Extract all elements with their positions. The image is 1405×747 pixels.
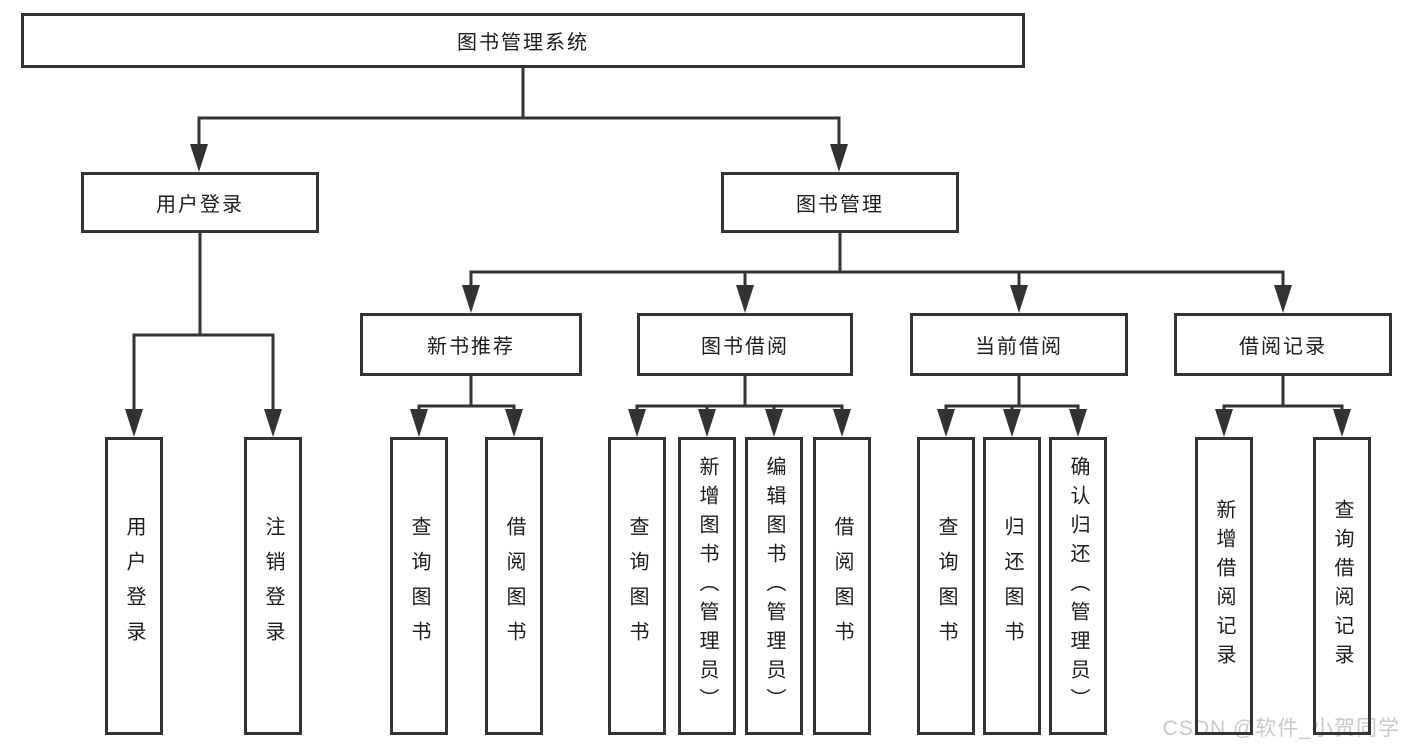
connector-book-borrow-to-leaves: [635, 376, 844, 414]
node-label: 查询图书: [626, 516, 648, 656]
node-book-management: 图书管理: [721, 172, 959, 233]
arrowhead-icon: [736, 285, 754, 313]
arrowhead-icon: [830, 144, 848, 172]
leaf-query-books-recommend: 查询图书: [390, 437, 448, 735]
node-label: 查询图书: [935, 516, 957, 656]
arrowhead-icon: [1215, 409, 1233, 437]
arrowhead-icon: [410, 409, 428, 437]
connector-book-management-to-level3: [469, 233, 1285, 290]
leaf-logout: 注销登录: [244, 437, 302, 735]
node-label: 归还图书: [1001, 516, 1023, 656]
arrowhead-icon: [264, 409, 282, 437]
node-user-login: 用户登录: [81, 172, 319, 233]
node-label: 编辑图书（管理员）: [763, 455, 785, 717]
arrowhead-icon: [505, 409, 523, 437]
leaf-borrow-books: 借阅图书: [813, 437, 871, 735]
leaf-edit-book-admin: 编辑图书（管理员）: [745, 437, 803, 735]
arrowhead-icon: [1010, 285, 1028, 313]
leaf-user-login: 用户登录: [105, 437, 163, 735]
leaf-query-borrow-record: 查询借阅记录: [1313, 437, 1371, 735]
arrowhead-icon: [937, 409, 955, 437]
node-library-management-system: 图书管理系统: [21, 13, 1025, 68]
node-label: 新书推荐: [427, 336, 515, 358]
leaf-query-books-borrow: 查询图书: [608, 437, 666, 735]
node-label: 借阅图书: [831, 516, 853, 656]
node-label: 当前借阅: [975, 336, 1063, 358]
node-label: 查询图书: [408, 516, 430, 656]
connector-root-to-level2: [197, 68, 841, 150]
node-label: 图书管理系统: [457, 32, 589, 54]
arrowhead-icon: [190, 144, 208, 172]
arrowhead-icon: [698, 409, 716, 437]
connector-new-book-recommend-to-leaves: [417, 376, 516, 414]
node-label: 图书管理: [796, 194, 884, 216]
node-label: 新增图书（管理员）: [696, 455, 718, 717]
leaf-return-book: 归还图书: [983, 437, 1041, 735]
arrowhead-icon: [462, 285, 480, 313]
node-label: 查询借阅记录: [1331, 499, 1353, 673]
node-label: 确认归还（管理员）: [1067, 455, 1089, 717]
leaf-add-book-admin: 新增图书（管理员）: [678, 437, 736, 735]
arrowhead-icon: [1333, 409, 1351, 437]
connector-current-borrow-to-leaves: [944, 376, 1080, 414]
node-label: 图书借阅: [701, 336, 789, 358]
node-book-borrow: 图书借阅: [637, 313, 853, 376]
arrowhead-icon: [1069, 409, 1087, 437]
leaf-add-borrow-record: 新增借阅记录: [1195, 437, 1253, 735]
node-label: 借阅记录: [1239, 336, 1327, 358]
arrowhead-icon: [1003, 409, 1021, 437]
arrowhead-icon: [1274, 285, 1292, 313]
leaf-borrow-books-recommend: 借阅图书: [485, 437, 543, 735]
arrowhead-icon: [125, 409, 143, 437]
node-current-borrow: 当前借阅: [910, 313, 1128, 376]
node-label: 用户登录: [156, 194, 244, 216]
arrowhead-icon: [628, 409, 646, 437]
node-borrow-records: 借阅记录: [1174, 313, 1392, 376]
node-new-book-recommend: 新书推荐: [360, 313, 582, 376]
arrowhead-icon: [833, 409, 851, 437]
node-label: 新增借阅记录: [1213, 499, 1235, 673]
connector-borrow-records-to-leaves: [1222, 376, 1344, 414]
csdn-watermark: CSDN @软件_小贺同学: [1162, 717, 1400, 740]
node-label: 注销登录: [262, 516, 284, 656]
node-label: 借阅图书: [503, 516, 525, 656]
arrowhead-icon: [765, 409, 783, 437]
node-label: 用户登录: [123, 516, 145, 656]
connector-user-login-to-leaves: [132, 233, 275, 414]
leaf-confirm-return-admin: 确认归还（管理员）: [1049, 437, 1107, 735]
leaf-query-books-current: 查询图书: [917, 437, 975, 735]
